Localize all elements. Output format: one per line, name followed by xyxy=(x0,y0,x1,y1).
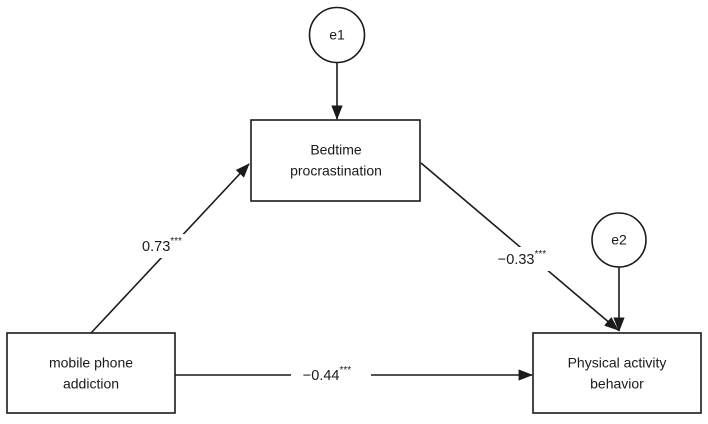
error-circle-e1[interactable] xyxy=(308,6,366,64)
coef-stars-neg033: *** xyxy=(535,249,547,260)
node-e1[interactable]: e1 xyxy=(308,6,366,64)
node-label-physical-line2: behavior xyxy=(590,376,644,392)
node-label-mobile-line2: addiction xyxy=(63,376,119,392)
node-box-mobile[interactable] xyxy=(6,332,176,414)
coef-value-neg044: −0.44 xyxy=(303,368,340,384)
coefficient-label-mobile-to-bedtime: 0.73*** xyxy=(131,234,203,258)
coef-value-073: 0.73 xyxy=(142,239,170,255)
node-label-bedtime-line2: procrastination xyxy=(290,163,382,179)
coef-stars-073: *** xyxy=(170,236,182,247)
coefficient-label-mobile-to-physical: −0.44*** xyxy=(291,364,371,387)
node-label-physical-line1: Physical activity xyxy=(568,355,667,371)
node-e2[interactable]: e2 xyxy=(591,212,647,268)
error-circle-e2-label: e2 xyxy=(611,232,627,248)
coefficient-label-bedtime-to-physical: −0.33*** xyxy=(486,247,566,271)
node-bedtime-procrastination[interactable]: Bedtime procrastination xyxy=(250,119,421,202)
svg-text:−0.33***: −0.33*** xyxy=(498,249,546,268)
node-label-bedtime-line1: Bedtime xyxy=(310,142,362,158)
coef-value-neg033: −0.33 xyxy=(498,252,535,268)
node-physical-activity-behavior[interactable]: Physical activity behavior xyxy=(532,332,702,414)
node-label-mobile-line1: mobile phone xyxy=(49,355,133,371)
error-circle-e2[interactable] xyxy=(591,212,647,268)
node-mobile-phone-addiction[interactable]: mobile phone addiction xyxy=(6,332,176,414)
svg-text:−0.44***: −0.44*** xyxy=(303,365,351,384)
coef-stars-neg044: *** xyxy=(340,365,352,376)
node-box-physical[interactable] xyxy=(532,332,702,414)
error-circle-e1-label: e1 xyxy=(329,27,345,43)
node-box-bedtime[interactable] xyxy=(250,119,421,202)
edge-bedtime-to-physical xyxy=(420,162,619,331)
svg-text:0.73***: 0.73*** xyxy=(142,236,182,255)
